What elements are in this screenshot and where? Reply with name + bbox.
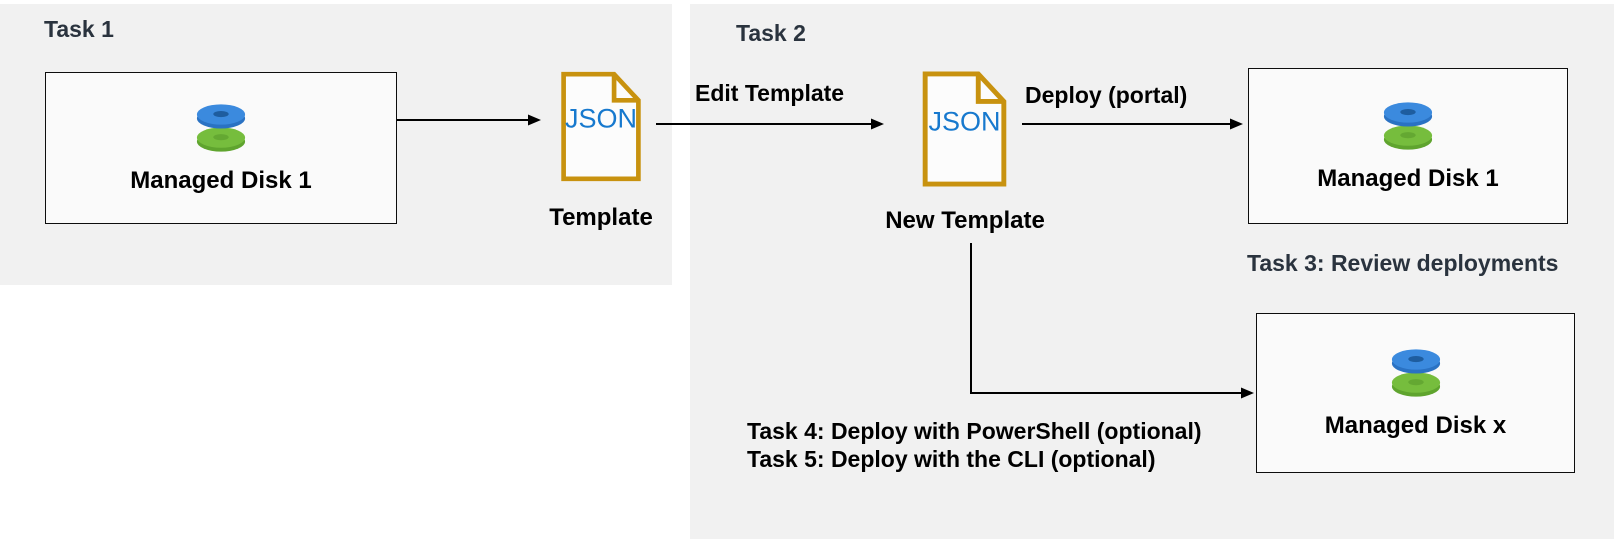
deploy-portal-arrow-label: Deploy (portal) (1025, 82, 1188, 108)
json-file-text: JSON (564, 103, 638, 134)
managed-disk-label: Managed Disk x (1324, 411, 1507, 439)
new-template-caption: New Template (885, 207, 1045, 234)
edit-template-arrow-label: Edit Template (695, 80, 845, 106)
task2-heading: Task 2 (736, 20, 806, 46)
managed-disk-icon (194, 102, 248, 154)
task3-heading: Task 3: Review deployments (1247, 250, 1559, 276)
json-file-text: JSON (928, 106, 1001, 137)
managed-disk-1-source-box: Managed Disk 1 (45, 72, 397, 224)
json-file-icon: JSON (558, 68, 644, 185)
task4-label: Task 4: Deploy with PowerShell (optional… (747, 418, 1202, 444)
task1-heading: Task 1 (44, 16, 114, 42)
json-file-icon: JSON (919, 70, 1010, 188)
task5-label: Task 5: Deploy with the CLI (optional) (747, 446, 1156, 472)
template-caption: Template (549, 204, 653, 231)
managed-disk-1-deployed-box: Managed Disk 1 (1248, 68, 1568, 224)
managed-disk-label: Managed Disk 1 (130, 166, 312, 194)
task4-task5-labels: Task 4: Deploy with PowerShell (optional… (747, 417, 1202, 473)
file-outline-icon (922, 71, 1007, 187)
managed-disk-x-box: Managed Disk x (1256, 313, 1575, 473)
managed-disk-label: Managed Disk 1 (1317, 164, 1499, 192)
file-outline-icon (561, 71, 641, 182)
managed-disk-icon (1381, 100, 1435, 152)
managed-disk-icon (1389, 347, 1443, 399)
